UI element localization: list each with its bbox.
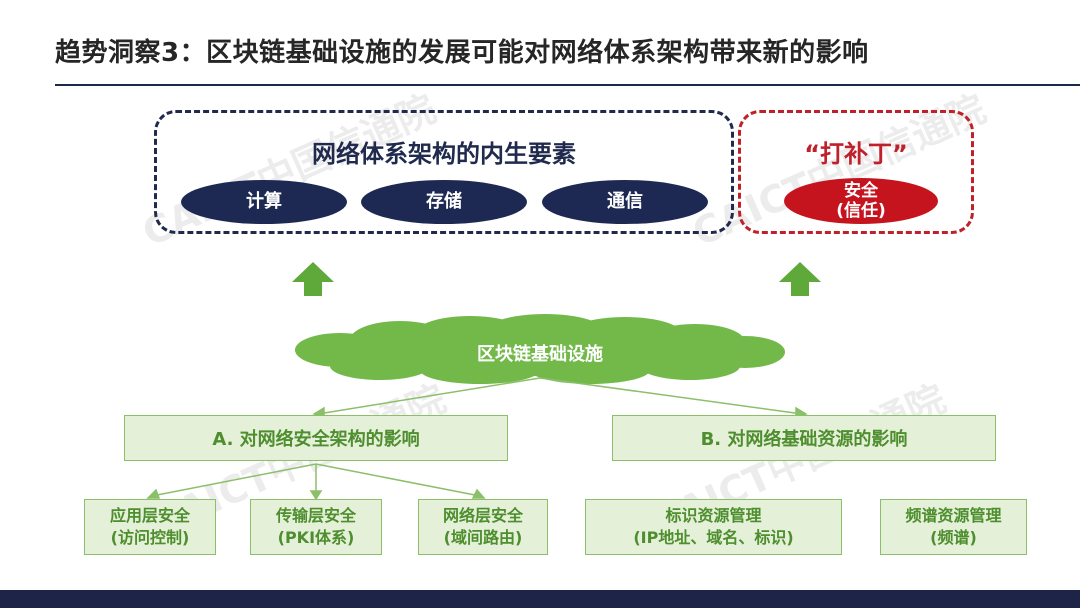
connector-cloud-a [317, 377, 541, 415]
security-label: 安全 [844, 181, 878, 201]
branch-a-box: A. 对网络安全架构的影响 [124, 415, 508, 461]
cloud-shape [295, 314, 785, 384]
branch-b-label: B. 对网络基础资源的影响 [700, 429, 908, 450]
element-security: 安全 (信任) [784, 178, 938, 224]
leaf-line2: (IP地址、域名、标识) [633, 528, 794, 547]
connector-cloud-b [539, 377, 803, 415]
up-arrow-left [292, 262, 334, 296]
leaf-transport-security: 传输层安全 (PKI体系) [250, 499, 382, 555]
leaf-spectrum-resource: 频谱资源管理 (频谱) [880, 499, 1027, 555]
title-divider [55, 84, 1080, 86]
leaf-line1: 频谱资源管理 [905, 506, 1002, 525]
element-compute: 计算 [181, 180, 347, 224]
patch-title: “打补丁” [804, 140, 908, 168]
blockchain-infrastructure-label: 区块链基础设施 [477, 344, 603, 365]
connector-a-leaf1-head [146, 488, 161, 499]
leaf-line2: (域间路由) [443, 528, 523, 547]
leaf-line2: (频谱) [930, 528, 977, 547]
leaf-line1: 网络层安全 [442, 506, 523, 525]
leaf-application-security: 应用层安全 (访问控制) [84, 499, 216, 555]
leaf-identifier-resource: 标识资源管理 (IP地址、域名、标识) [585, 499, 842, 555]
leaf-line2: (访问控制) [110, 528, 190, 547]
leaf-line1: 传输层安全 [275, 506, 356, 525]
element-storage: 存储 [361, 180, 527, 224]
leaf-network-security: 网络层安全 (域间路由) [418, 499, 548, 555]
inner-elements-title: 网络体系架构的内生要素 [312, 140, 576, 168]
inner-elements-box [154, 110, 734, 234]
leaf-line1: 标识资源管理 [665, 506, 762, 525]
patch-box [738, 110, 974, 234]
connector-a-leaf3 [315, 463, 481, 497]
branch-b-box: B. 对网络基础资源的影响 [612, 415, 996, 461]
leaf-line2: (PKI体系) [277, 528, 355, 547]
element-communication: 通信 [542, 180, 708, 224]
trust-label: (信任) [836, 201, 886, 221]
page-title: 趋势洞察3：区块链基础设施的发展可能对网络体系架构带来新的影响 [55, 38, 869, 68]
footer-bar [0, 590, 1080, 608]
connector-a-leaf1 [151, 463, 317, 497]
connector-a-leaf3-head [471, 488, 486, 499]
up-arrow-right [779, 262, 821, 296]
leaf-line1: 应用层安全 [109, 506, 190, 525]
connector-a-leaf2-head [309, 490, 323, 501]
branch-a-label: A. 对网络安全架构的影响 [212, 429, 420, 450]
